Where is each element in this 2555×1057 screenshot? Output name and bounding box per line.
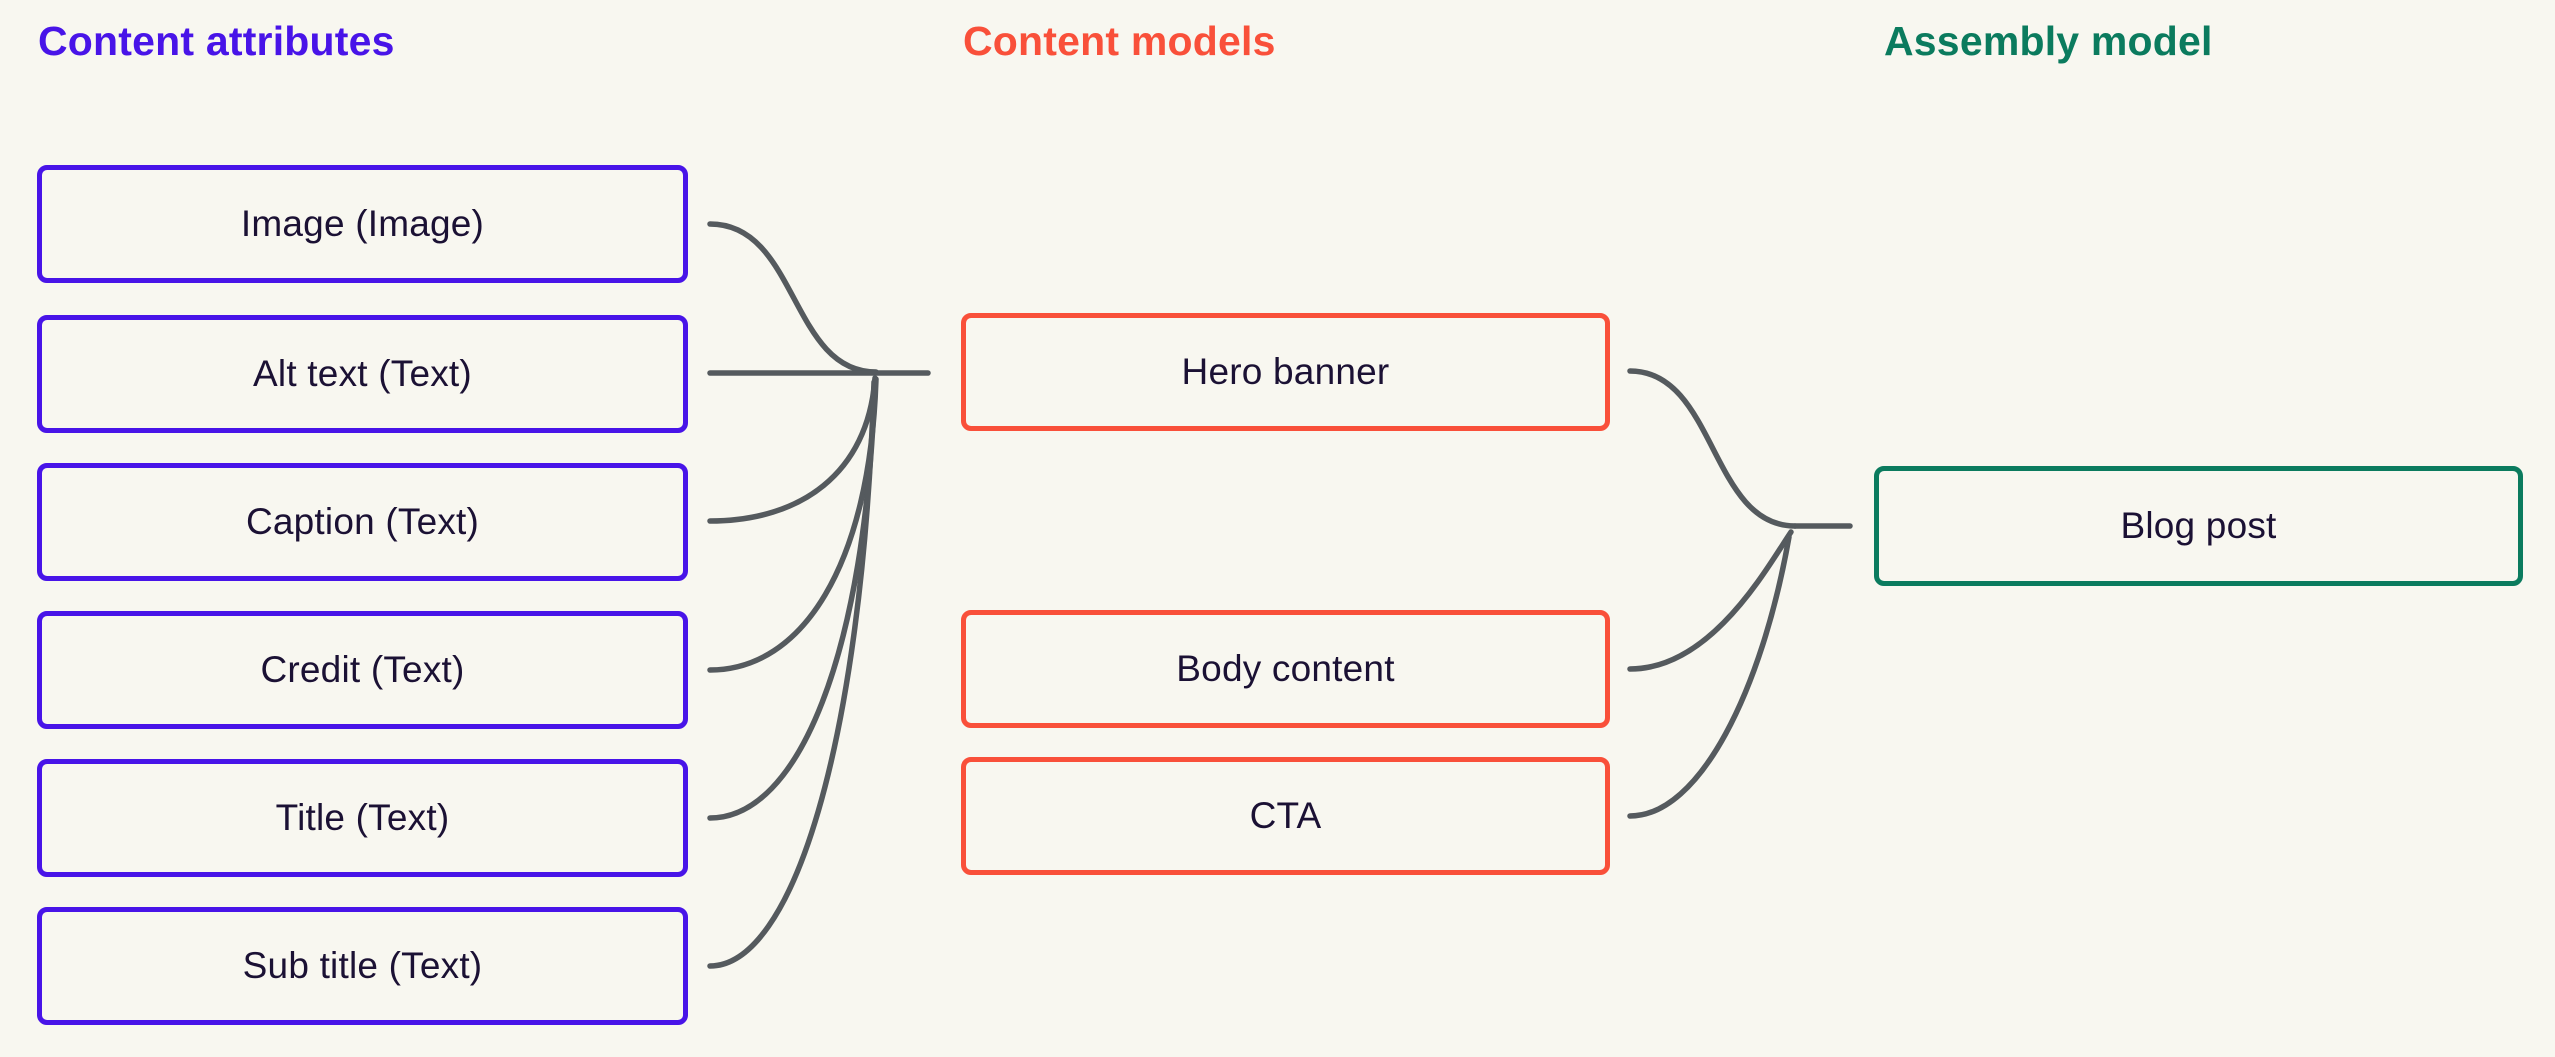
edge-subtitle-to-hero [707, 379, 877, 969]
edge-image-to-hero [707, 221, 879, 375]
node-hero-banner-model: Hero banner [961, 313, 1610, 431]
edge-title-to-hero [707, 377, 878, 821]
edge-credit-to-hero [707, 376, 879, 673]
edge-hero-to-blogpost [1627, 368, 1798, 529]
column-title-content-models: Content models [963, 18, 1276, 64]
node-blog-post-assembly: Blog post [1874, 466, 2523, 586]
column-title-content-attributes: Content attributes [38, 18, 395, 64]
edge-cta-to-blogpost [1627, 534, 1792, 819]
node-cta-model: CTA [961, 757, 1610, 875]
node-subtitle-attribute: Sub title (Text) [37, 907, 688, 1025]
node-alt-text-attribute: Alt text (Text) [37, 315, 688, 433]
node-image-attribute: Image (Image) [37, 165, 688, 283]
edge-body-to-blogpost [1627, 529, 1794, 672]
column-title-assembly-model: Assembly model [1884, 18, 2213, 64]
edge-caption-to-hero [707, 375, 878, 524]
node-body-content-model: Body content [961, 610, 1610, 728]
node-caption-attribute: Caption (Text) [37, 463, 688, 581]
node-title-attribute: Title (Text) [37, 759, 688, 877]
node-credit-attribute: Credit (Text) [37, 611, 688, 729]
